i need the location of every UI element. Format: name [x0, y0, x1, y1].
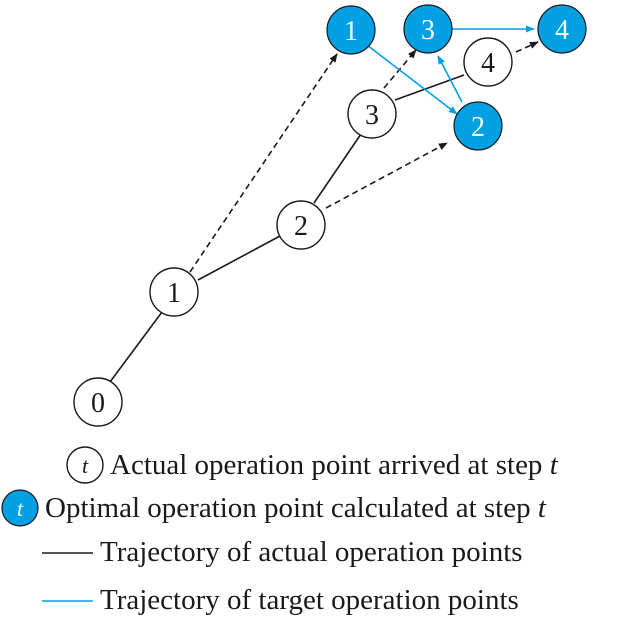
dashed-arrow-3 — [383, 49, 417, 89]
legend-actual-text: Actual operation point arrived at step t — [110, 449, 559, 481]
actual-trajectory — [109, 74, 465, 383]
target-edge-1-2 — [366, 44, 458, 115]
actual-point-label: 2 — [294, 211, 308, 242]
legend-target-trajectory-text: Trajectory of target operation points — [100, 584, 519, 616]
optimal-point-label: 3 — [421, 15, 435, 46]
legend-optimal-point: t Optimal operation point calculated at … — [1, 489, 547, 527]
dashed-arrow-1 — [189, 53, 338, 273]
legend-actual-point: t Actual operation point arrived at step… — [66, 446, 559, 484]
actual-point-label: 1 — [167, 278, 181, 309]
actual-point-label: 4 — [481, 48, 495, 79]
optimal-point-1: 1 — [326, 5, 376, 55]
actual-edge-3-4 — [394, 74, 465, 101]
optimal-point-3: 3 — [403, 4, 453, 54]
legend-actual-symbol-text: t — [82, 453, 89, 478]
legend-actual-symbol — [66, 446, 104, 484]
legend-optimal-symbol — [1, 489, 39, 527]
optimal-point-2: 2 — [453, 101, 503, 151]
actual-point-0: 0 — [73, 377, 123, 427]
actual-edge-2-3 — [313, 133, 362, 204]
legend-optimal-symbol-text: t — [17, 496, 24, 521]
planning-arrows — [189, 41, 539, 273]
actual-point-label: 0 — [91, 388, 105, 419]
legend-actual-trajectory: Trajectory of actual operation points — [42, 536, 523, 568]
actual-point-1: 1 — [149, 267, 199, 317]
optimal-points: 1 3 4 2 — [326, 4, 587, 151]
dashed-arrow-4 — [515, 41, 539, 53]
actual-point-3: 3 — [347, 89, 397, 139]
legend: t Actual operation point arrived at step… — [1, 446, 559, 616]
optimal-point-label: 2 — [471, 112, 485, 143]
actual-point-2: 2 — [276, 200, 326, 250]
target-trajectory — [366, 25, 535, 115]
actual-edge-0-1 — [109, 311, 163, 383]
actual-point-4: 4 — [463, 37, 513, 87]
legend-target-trajectory: Trajectory of target operation points — [42, 584, 519, 616]
legend-optimal-text: Optimal operation point calculated at st… — [45, 492, 547, 524]
optimal-point-label: 4 — [555, 15, 569, 46]
target-edge-2-3 — [437, 55, 463, 103]
dashed-arrow-2 — [325, 142, 448, 209]
optimal-point-4: 4 — [537, 4, 587, 54]
legend-actual-trajectory-text: Trajectory of actual operation points — [100, 536, 523, 568]
actual-edge-1-2 — [197, 235, 281, 281]
actual-points: 0 1 2 3 4 — [73, 37, 513, 427]
optimal-point-label: 1 — [344, 16, 358, 47]
actual-point-label: 3 — [365, 100, 379, 131]
